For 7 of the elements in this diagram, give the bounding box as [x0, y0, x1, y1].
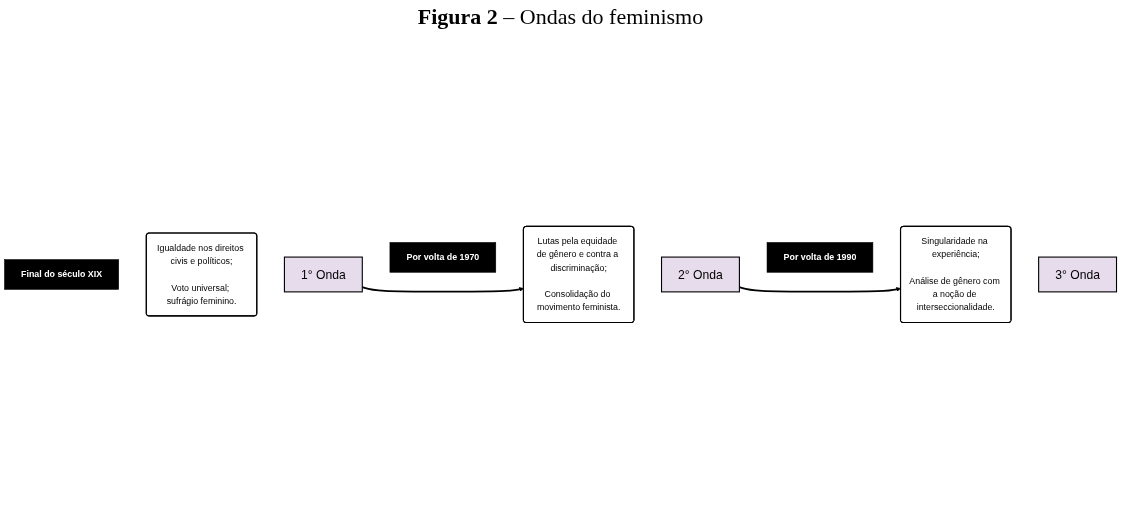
node-box: 2° Onda	[661, 256, 740, 292]
node-box: Por volta de 1990	[766, 241, 874, 273]
figure-title: Figura 2 – Ondas do feminismo	[416, 4, 705, 30]
node-box: 3° Onda	[1038, 256, 1118, 292]
node-box: Por volta de 1970	[389, 241, 497, 273]
node-box: 1° Onda	[283, 256, 363, 292]
node-box: Final do século XIX	[4, 258, 119, 290]
